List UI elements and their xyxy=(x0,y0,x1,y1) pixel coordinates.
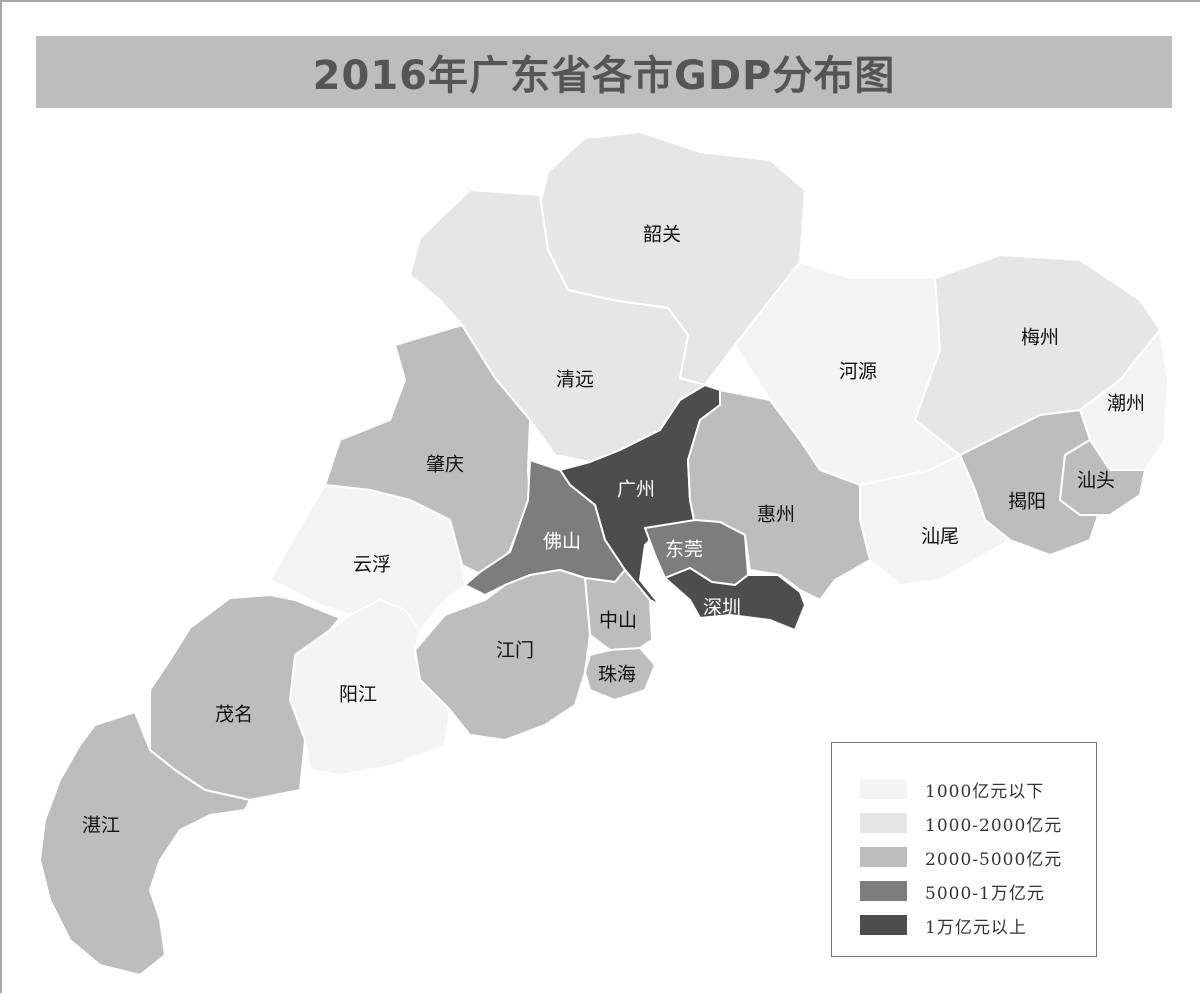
label-chaozhou: 潮州 xyxy=(1107,393,1145,415)
legend-label: 1万亿元以上 xyxy=(925,917,1027,938)
label-shenzhen: 深圳 xyxy=(703,597,741,619)
label-zhuhai: 珠海 xyxy=(598,664,636,686)
label-yunfu: 云浮 xyxy=(353,554,391,576)
label-shaoguan: 韶关 xyxy=(643,224,681,246)
label-heyuan: 河源 xyxy=(839,361,877,383)
legend-item: 1000-2000亿元 xyxy=(860,809,1096,837)
legend: 1000亿元以下 1000-2000亿元 2000-5000亿元 5000-1万… xyxy=(831,742,1097,957)
legend-label: 1000-2000亿元 xyxy=(925,815,1063,836)
label-shantou: 汕头 xyxy=(1077,470,1115,492)
label-meizhou: 梅州 xyxy=(1021,327,1059,349)
region-huizhou[interactable] xyxy=(687,389,871,601)
legend-swatch xyxy=(860,779,907,799)
region-shenzhen[interactable] xyxy=(664,567,806,631)
label-zhaoqing: 肇庆 xyxy=(426,454,464,476)
legend-label: 5000-1万亿元 xyxy=(925,883,1045,904)
legend-item: 5000-1万亿元 xyxy=(860,877,1096,905)
legend-item: 2000-5000亿元 xyxy=(860,843,1096,871)
legend-swatch xyxy=(860,915,907,935)
label-yangjiang: 阳江 xyxy=(339,684,377,706)
region-shantou[interactable] xyxy=(1059,439,1146,516)
region-zhongshan[interactable] xyxy=(584,569,653,651)
label-zhongshan: 中山 xyxy=(599,610,637,632)
region-maoming[interactable] xyxy=(149,594,341,801)
region-zhanjiang[interactable] xyxy=(39,711,251,976)
label-jieyang: 揭阳 xyxy=(1008,491,1046,513)
legend-label: 1000亿元以下 xyxy=(925,781,1045,802)
legend-item: 1万亿元以上 xyxy=(860,911,1096,939)
label-guangzhou: 广州 xyxy=(617,479,655,501)
label-shanwei: 汕尾 xyxy=(921,526,959,548)
legend-swatch xyxy=(860,847,907,867)
legend-swatch xyxy=(860,813,907,833)
title-banner: 2016年广东省各市GDP分布图 xyxy=(36,36,1172,108)
label-foshan: 佛山 xyxy=(543,531,581,553)
legend-swatch xyxy=(860,881,907,901)
label-jiangmen: 江门 xyxy=(496,640,534,662)
region-zhuhai[interactable] xyxy=(584,647,656,701)
label-dongguan: 东莞 xyxy=(665,539,703,561)
label-zhanjiang: 湛江 xyxy=(82,815,120,837)
label-huizhou: 惠州 xyxy=(757,504,795,526)
region-yangjiang[interactable] xyxy=(289,599,451,776)
map-title: 2016年广东省各市GDP分布图 xyxy=(312,53,896,99)
label-qingyuan: 清远 xyxy=(556,369,594,391)
legend-item: 1000亿元以下 xyxy=(860,775,1096,803)
label-maoming: 茂名 xyxy=(215,704,253,726)
legend-label: 2000-5000亿元 xyxy=(925,849,1063,870)
